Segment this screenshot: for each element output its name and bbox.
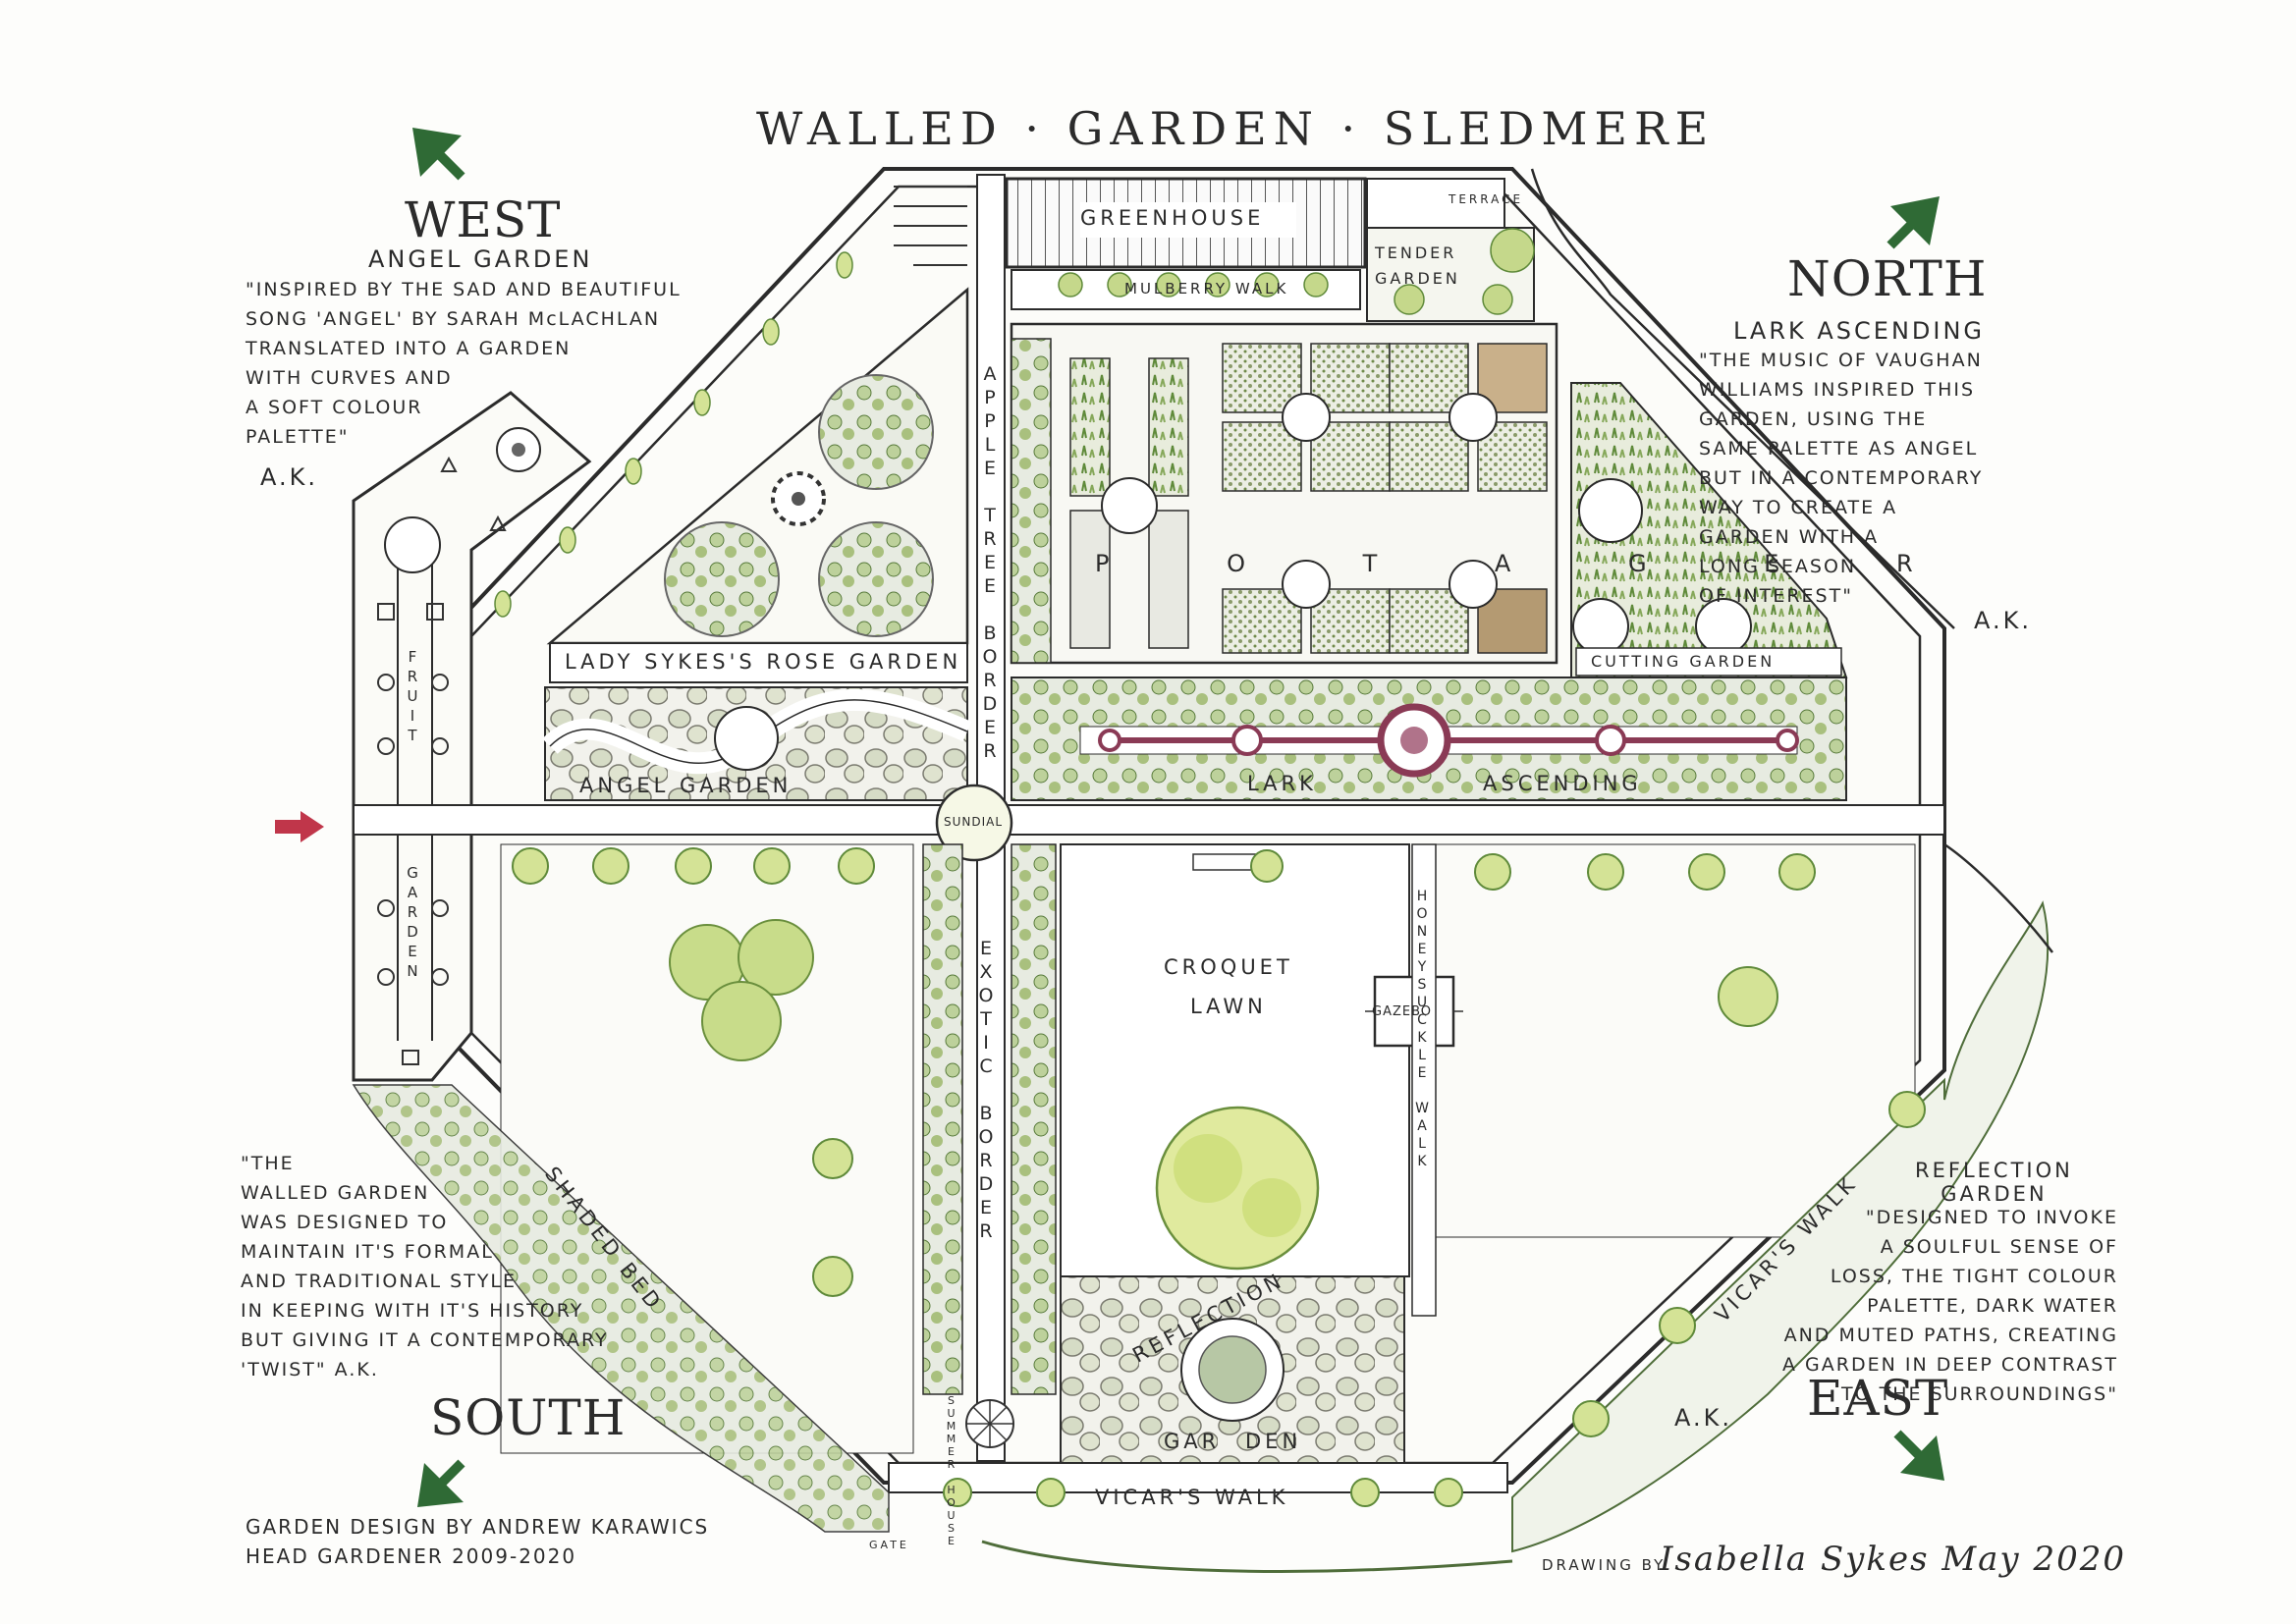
map-title: WALLED · GARDEN · SLEDMERE xyxy=(756,102,1716,155)
east-lawn xyxy=(1423,843,1916,1238)
south-arrow-icon xyxy=(417,1459,465,1507)
west-note-text: "INSPIRED BY THE SAD AND BEAUTIFUL SONG … xyxy=(246,279,682,448)
main-east-west-path xyxy=(353,804,1945,836)
fruit-markers xyxy=(377,603,449,1065)
south-label: SOUTH xyxy=(430,1389,627,1446)
terrace-label: TERRACE xyxy=(1449,192,1524,206)
tender-garden-label: TENDER GARDEN xyxy=(1375,244,1460,288)
gate-label: GATE xyxy=(869,1539,909,1551)
apple-tree-border xyxy=(1011,338,1052,664)
lark-label: LARK xyxy=(1247,772,1317,795)
vicars-walk-south-label: VICAR'S WALK xyxy=(1095,1486,1289,1509)
croquet-tree xyxy=(1155,1106,1320,1271)
fruit-label: FRUIT xyxy=(404,648,421,746)
sundial-label: SUNDIAL xyxy=(944,815,1004,829)
north-note-heading: LARK ASCENDING xyxy=(1733,317,1986,345)
garden-label: GARDEN xyxy=(404,864,421,982)
south-note-text: "THE WALLED GARDEN WAS DESIGNED TO MAINT… xyxy=(241,1153,609,1380)
entrance-arrow-icon xyxy=(275,811,324,842)
east-note-heading: REFLECTION GARDEN xyxy=(1915,1159,2073,1206)
north-note-text: "THE MUSIC OF VAUGHAN WILLIAMS INSPIRED … xyxy=(1699,350,1984,607)
east-label: EAST xyxy=(1807,1370,1949,1427)
rose-beds xyxy=(664,374,934,637)
summer-house-label: SUMMER HOUSE xyxy=(945,1394,957,1547)
lawn-shrubs xyxy=(512,847,1926,1507)
sundial xyxy=(935,784,1013,862)
west-label: WEST xyxy=(405,191,562,248)
angel-garden-label: ANGEL GARDEN xyxy=(579,774,793,797)
wall-trees xyxy=(494,251,853,618)
north-arrow-icon xyxy=(1886,196,1940,249)
east-note-text: "DESIGNED TO INVOKE A SOULFUL SENSE OF L… xyxy=(1782,1207,2118,1405)
honeysuckle-walk xyxy=(1411,843,1437,1317)
west-arrow-icon xyxy=(412,128,465,181)
drawing-credit-prefix: DRAWING BY xyxy=(1542,1556,1667,1574)
west-trees xyxy=(669,919,814,1061)
east-hedge xyxy=(1511,900,2050,1553)
exotic-border xyxy=(922,843,963,1395)
garden-b-label: DEN xyxy=(1245,1430,1302,1453)
croquet-lawn-label: CROQUET LAWN xyxy=(1164,955,1293,1018)
west-note-heading: ANGEL GARDEN xyxy=(368,245,593,273)
east-note-initials: A.K. xyxy=(1674,1404,1732,1432)
gazebo-label: GAZEBO xyxy=(1372,1004,1433,1019)
east-arrow-icon xyxy=(1893,1430,1944,1481)
apple-tree-border-label: APPLE TREE BORDER xyxy=(979,363,1001,764)
vicars-walk-south xyxy=(888,1462,1508,1493)
north-note-initials: A.K. xyxy=(1974,607,2032,634)
design-credit: GARDEN DESIGN BY ANDREW KARAWICS HEAD GA… xyxy=(246,1515,710,1568)
tender-shrubs xyxy=(1058,228,1535,315)
artist-signature: Isabella Sykes May 2020 xyxy=(1660,1540,2126,1579)
cutting-garden-label: CUTTING GARDEN xyxy=(1591,652,1776,671)
shaded-bed xyxy=(352,1084,890,1533)
honeysuckle-walk-label: HONEYSUCKLE WALK xyxy=(1414,889,1430,1171)
rose-garden-label: LADY SYKES'S ROSE GARDEN xyxy=(565,650,962,674)
garden-a-label: GAR xyxy=(1164,1430,1221,1453)
west-note-initials: A.K. xyxy=(260,463,318,491)
potager-label: P O T A G E R xyxy=(1095,550,1968,577)
mulberry-walk-label: MULBERRY WALK xyxy=(1124,280,1289,298)
greenhouse-label: GREENHOUSE xyxy=(1080,206,1265,230)
north-label: NORTH xyxy=(1787,250,1988,307)
ascending-label: ASCENDING xyxy=(1483,772,1642,795)
potager-beds xyxy=(1069,343,1548,654)
exotic-border-label: EXOTIC BORDER xyxy=(975,938,997,1244)
